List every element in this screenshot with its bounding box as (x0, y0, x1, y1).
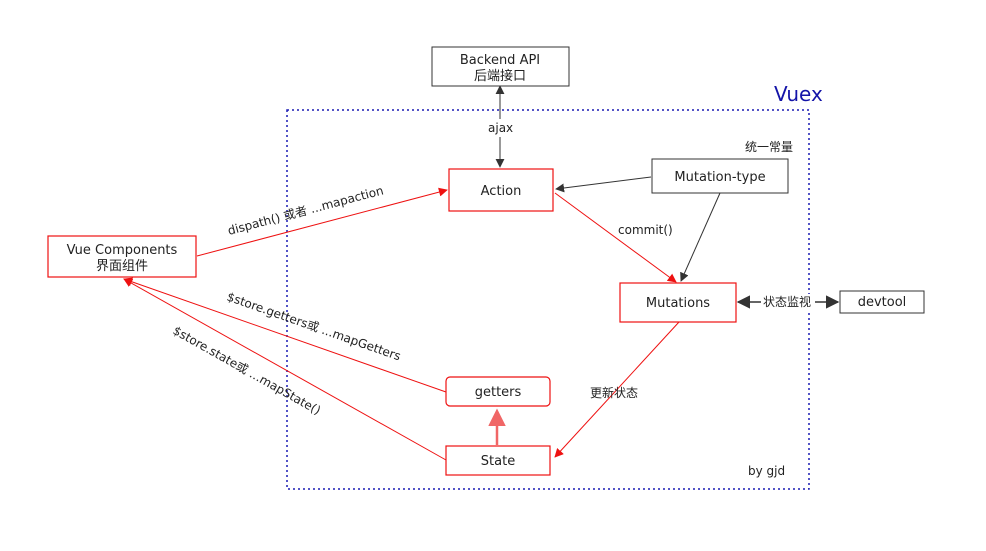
getters-label: getters (475, 385, 522, 400)
dispatch-edge (196, 187, 448, 257)
vuex-title: Vuex (774, 82, 823, 106)
action-label: Action (481, 184, 522, 199)
mutation-type-to-mutations-edge (680, 192, 721, 282)
ajax-label-bg (484, 119, 516, 137)
constants-note: 统一常量 (745, 140, 793, 154)
backend-api-node (431, 46, 570, 87)
state-label: State (481, 454, 515, 469)
backend-api-label: Backend API (460, 53, 540, 68)
getters-to-components-edge (123, 277, 447, 393)
devtool-label-bg (761, 294, 815, 310)
getters-node (445, 376, 551, 407)
mutation-type-node (651, 158, 789, 194)
author-note: by gjd (748, 464, 785, 478)
store-state-label: $store.state或 ...mapState() (171, 323, 324, 417)
store-getters-label: $store.getters或 ...mapGetters (225, 290, 403, 364)
state-to-components-edge (123, 278, 447, 461)
devtool-watch-label: 状态监视 (763, 294, 811, 309)
state-node (445, 445, 551, 476)
commit-label: commit() (618, 223, 673, 237)
mutations-label: Mutations (646, 296, 710, 311)
backend-api-sublabel: 后端接口 (474, 68, 526, 84)
vue-components-label: Vue Components (67, 243, 178, 258)
dispatch-label: dispath() 或者 ...mapaction (226, 183, 385, 238)
vue-components-node (47, 235, 197, 278)
mutation-type-label: Mutation-type (674, 170, 765, 185)
devtool-node (839, 290, 925, 314)
action-node (448, 168, 554, 212)
devtool-label: devtool (858, 295, 907, 310)
mutation-type-to-action-edge (555, 176, 652, 193)
vue-components-sublabel: 界面组件 (96, 259, 148, 274)
ajax-label: ajax (488, 121, 513, 135)
commit-edge (554, 192, 677, 283)
update-state-label: 更新状态 (590, 385, 638, 400)
update-state-edge (554, 321, 680, 458)
mutations-node (619, 282, 737, 323)
